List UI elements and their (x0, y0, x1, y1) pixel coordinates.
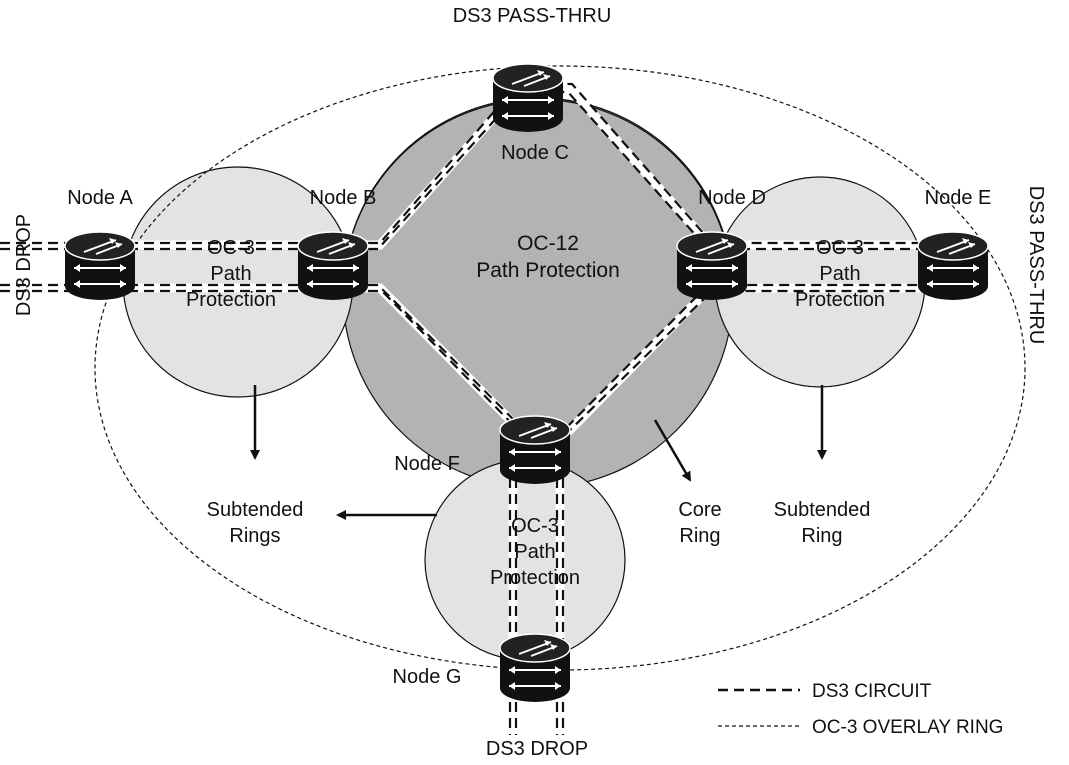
right-pass-thru-label: DS3 PASS-THRU (1025, 186, 1047, 345)
node-b-label: Node B (310, 187, 377, 209)
node-g-router-icon[interactable] (499, 633, 571, 703)
left-ring-label-line3: Protection (186, 289, 276, 311)
node-b-router-icon[interactable] (297, 231, 369, 301)
legend: DS3 CIRCUIT OC-3 OVERLAY RING (718, 681, 1003, 738)
annotation-arrows (250, 385, 827, 520)
core-ring-annotation-line2: Ring (679, 525, 720, 547)
bottom-ring-label-line3: Protection (490, 567, 580, 589)
bottom-drop-label: DS3 DROP (486, 738, 588, 760)
node-a-router-icon[interactable] (64, 231, 136, 301)
bottom-ring-label-line2: Path (514, 541, 555, 563)
core-ring-annotation-line1: Core (678, 499, 721, 521)
node-c-router-icon[interactable] (492, 63, 564, 133)
node-c-label: Node C (501, 142, 569, 164)
legend-ds3-circuit-label: DS3 CIRCUIT (812, 681, 932, 702)
left-drop-label: DS3 DROP (13, 214, 35, 316)
subtended-ring-label-line1: Subtended (774, 499, 871, 521)
subtended-rings-label-line2: Rings (229, 525, 280, 547)
node-e-label: Node E (925, 187, 992, 209)
node-a-label: Node A (67, 187, 133, 209)
node-f-router-icon[interactable] (499, 415, 571, 485)
right-ring-label-line3: Protection (795, 289, 885, 311)
subtended-ring-label-line2: Ring (801, 525, 842, 547)
node-d-label: Node D (698, 187, 766, 209)
node-f-label: Node F (394, 453, 460, 475)
node-g-label: Node G (393, 666, 462, 688)
legend-oc3-overlay-label: OC-3 OVERLAY RING (812, 717, 1003, 738)
bottom-ring-label-line1: OC-3 (511, 515, 559, 537)
node-d-router-icon[interactable] (676, 231, 748, 301)
core-ring-label-line2: Path Protection (476, 259, 620, 282)
subtended-rings-label-line1: Subtended (207, 499, 304, 521)
left-ring-label-line1: OC-3 (207, 237, 255, 259)
right-ring-label-line1: OC-3 (816, 237, 864, 259)
core-ring-label-line1: OC-12 (517, 232, 579, 255)
right-ring-label-line2: Path (819, 263, 860, 285)
node-e-router-icon[interactable] (917, 231, 989, 301)
top-pass-thru-label: DS3 PASS-THRU (453, 5, 612, 27)
left-ring-label-line2: Path (210, 263, 251, 285)
